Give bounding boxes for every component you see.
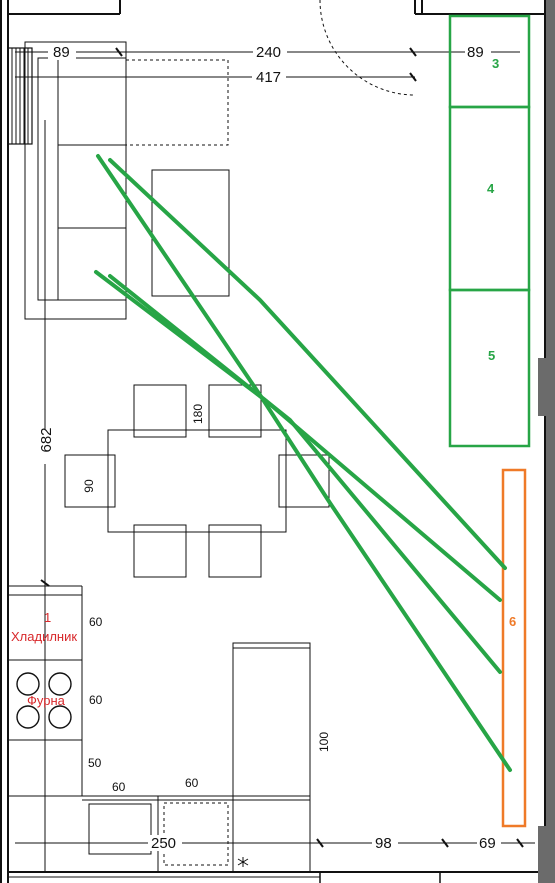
sink-basin: [88, 803, 152, 855]
cabinet-3-label: 3: [492, 56, 499, 71]
dishwasher-outline: [163, 802, 229, 866]
dimension-labels: 89 240 89 417 682 250 98 69 180 90 60 60…: [38, 44, 501, 852]
fridge-label: Хладилник: [11, 629, 77, 644]
chair-bottom-right: [208, 524, 262, 578]
dim-table-width: 90: [82, 479, 96, 493]
dim-oven-depth: 60: [89, 693, 103, 707]
door-swing: [319, 0, 416, 96]
dining-table: [107, 429, 287, 533]
dim-top-right: 89: [467, 44, 484, 61]
sofa: [24, 41, 127, 320]
dim-table-height: 180: [191, 404, 205, 424]
radiator: [7, 47, 33, 145]
chair-left: [64, 454, 116, 508]
chair-top-left: [133, 384, 187, 438]
dim-overall-top: 417: [256, 69, 281, 86]
cabinet-5-box: [448, 288, 531, 448]
cabinet-3-box: [448, 14, 531, 109]
dim-sink-cabinet: 60: [112, 780, 126, 794]
dim-top-middle: 240: [256, 44, 281, 61]
fridge-number: 1: [44, 610, 51, 625]
kitchen-units: [8, 585, 311, 872]
dim-tall-unit: 100: [317, 732, 331, 752]
cabinet-4-label: 4: [487, 181, 495, 196]
rug-outline: [126, 59, 229, 146]
wall-fill-bottom: [546, 416, 555, 826]
dim-fridge-depth: 60: [89, 615, 103, 629]
wall-fill-corner: [538, 826, 555, 883]
cabinet-4-box: [448, 105, 531, 292]
cabinet-6-label: 6: [509, 614, 516, 629]
dining-set: [64, 384, 330, 578]
cabinet-labels: 3 4 5 6: [487, 56, 516, 629]
dim-counter-depth: 50: [88, 756, 102, 770]
cabinet-6-box: [501, 468, 527, 828]
dim-bottom-left: 250: [151, 835, 176, 852]
wall-fill-top: [546, 0, 555, 358]
tall-cabinets-green: [448, 14, 531, 448]
dim-dishwasher: 60: [185, 776, 199, 790]
appliance-labels: 1 Хладилник Фурна: [11, 610, 77, 708]
wall-fill-window: [538, 358, 555, 416]
chair-top-right: [208, 384, 262, 438]
dim-bottom-right: 69: [479, 835, 496, 852]
green-markup-strokes: [94, 154, 512, 772]
cabinet-5-label: 5: [488, 348, 495, 363]
cooktop-burners: [16, 672, 72, 729]
dim-top-left: 89: [53, 44, 70, 61]
chair-right: [278, 454, 330, 508]
dim-left-vertical: 682: [38, 427, 55, 452]
chair-bottom-left: [133, 524, 187, 578]
dim-bottom-middle: 98: [375, 835, 392, 852]
dimension-lines: [15, 47, 535, 872]
oven-label: Фурна: [27, 693, 66, 708]
